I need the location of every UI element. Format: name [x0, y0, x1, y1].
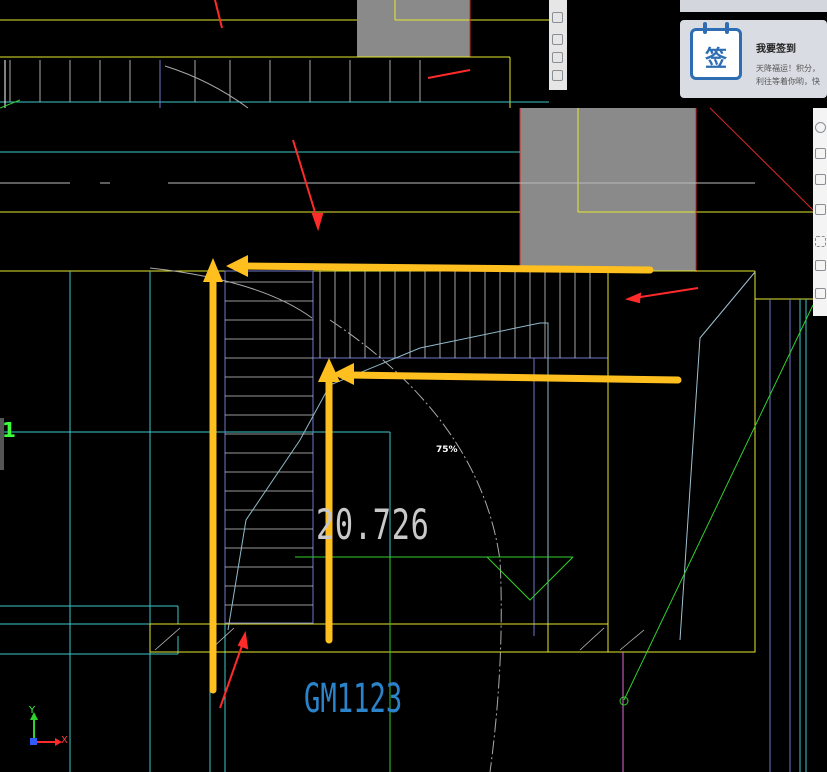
3d-view-icon[interactable]	[815, 148, 826, 159]
cube-view-icon[interactable]	[552, 12, 563, 23]
checkin-card[interactable]: 签 我要签到 天降福运！积分， 利往等着你哟，快	[680, 20, 827, 98]
list-icon[interactable]	[815, 288, 826, 299]
top-view-icon[interactable]	[815, 174, 826, 185]
axis-gizmo	[30, 712, 62, 746]
zoom-percentage-label: 75%	[436, 445, 458, 455]
checkin-desc-line-2: 利往等着你哟，快	[756, 77, 820, 86]
left-edge-tab[interactable]	[0, 418, 4, 470]
main-floorplan	[0, 99, 814, 772]
calendar-sign-icon: 签	[690, 22, 742, 80]
annotation-arrows	[203, 139, 699, 709]
fit-view-icon[interactable]	[815, 236, 826, 247]
axis-y-label: Y	[29, 705, 36, 716]
panel-top-edge	[680, 0, 827, 12]
elevation-label: 20.726	[316, 500, 430, 549]
calendar-glyph: 签	[704, 47, 727, 72]
view-toolbar-right	[813, 108, 827, 316]
layer-icon[interactable]	[552, 52, 563, 63]
axis-x-label: X	[61, 735, 68, 746]
checkin-title: 我要签到	[756, 44, 796, 55]
door-label: GM1123	[304, 676, 403, 722]
solid-view-icon[interactable]	[815, 204, 826, 215]
fit-view-icon[interactable]	[552, 34, 563, 45]
layer-icon[interactable]	[815, 260, 826, 271]
list-icon[interactable]	[552, 70, 563, 81]
orbit-icon[interactable]	[815, 122, 826, 133]
background-strip-top	[0, 0, 549, 109]
checkin-desc-line-1: 天降福运！积分，	[756, 64, 820, 73]
checkin-description: 天降福运！积分， 利往等着你哟，快	[756, 62, 826, 88]
left-marker-label: 1	[2, 418, 16, 442]
view-toolbar-top	[549, 0, 567, 90]
